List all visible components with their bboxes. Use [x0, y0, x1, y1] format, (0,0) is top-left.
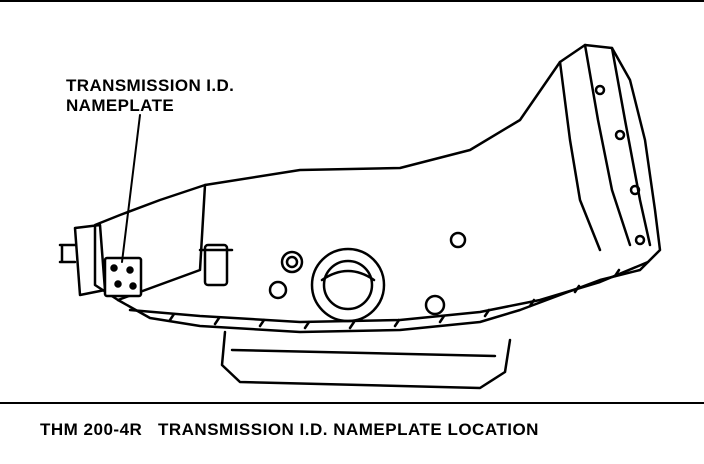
caption-divider: [0, 402, 704, 404]
dipstick-boss: [203, 243, 229, 287]
callout-line-1: TRANSMISSION I.D.: [66, 76, 235, 95]
figure-caption: THM 200-4R TRANSMISSION I.D. NAMEPLATE L…: [40, 420, 539, 440]
transmission-illustration: [58, 43, 662, 390]
caption-text: TRANSMISSION I.D. NAMEPLATE LOCATION: [157, 420, 539, 439]
caption-model: THM 200-4R: [40, 420, 143, 439]
callout-leader: [121, 114, 141, 263]
callout-line-2: NAMEPLATE: [66, 96, 175, 115]
id-nameplate: [103, 256, 143, 298]
fitting-right: [424, 294, 446, 316]
extension-housing: [93, 183, 207, 302]
fitting-upper: [280, 250, 304, 274]
output-flange: [73, 223, 107, 297]
fitting-lower: [268, 280, 288, 300]
top-border: [0, 0, 704, 2]
valve-body-port: [310, 247, 386, 323]
oil-pan: [220, 330, 512, 390]
case-outline: [116, 43, 662, 334]
nameplate-callout: TRANSMISSION I.D. NAMEPLATE: [66, 76, 234, 116]
